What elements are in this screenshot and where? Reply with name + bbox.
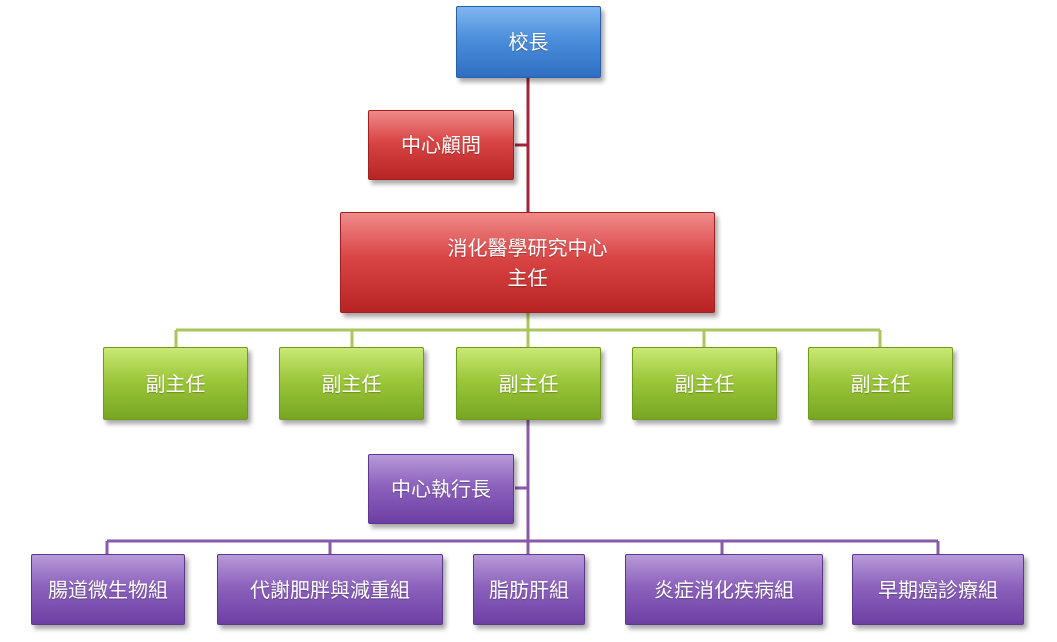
deputy-node-4: 副主任 xyxy=(632,347,777,420)
deputy-node-3: 副主任 xyxy=(456,347,601,420)
principal-node: 校長 xyxy=(456,6,601,78)
group-label: 早期癌診療組 xyxy=(878,577,998,602)
director-label-line2: 主任 xyxy=(507,265,548,290)
principal-label: 校長 xyxy=(508,30,549,54)
director-label-line1: 消化醫學研究中心 xyxy=(447,235,608,260)
advisor-label: 中心顧問 xyxy=(401,133,481,157)
deputy-node-2: 副主任 xyxy=(279,347,424,420)
group-node-1: 腸道微生物組 xyxy=(31,554,185,625)
group-label: 脂肪肝組 xyxy=(489,577,569,602)
group-label: 腸道微生物組 xyxy=(48,577,168,602)
deputy-node-1: 副主任 xyxy=(103,347,248,420)
ceo-label: 中心執行長 xyxy=(391,477,491,501)
deputy-label: 副主任 xyxy=(850,371,911,396)
advisor-node: 中心顧問 xyxy=(368,110,514,180)
deputy-label: 副主任 xyxy=(498,371,559,396)
group-node-2: 代謝肥胖與減重組 xyxy=(217,554,443,625)
deputy-node-5: 副主任 xyxy=(808,347,953,420)
deputy-label: 副主任 xyxy=(145,371,206,396)
group-label: 代謝肥胖與減重組 xyxy=(250,577,410,602)
group-label: 炎症消化疾病組 xyxy=(654,577,794,602)
deputy-label: 副主任 xyxy=(321,371,382,396)
director-node: 消化醫學研究中心 主任 xyxy=(340,212,715,313)
deputy-label: 副主任 xyxy=(674,371,735,396)
ceo-node: 中心執行長 xyxy=(368,454,514,524)
group-node-5: 早期癌診療組 xyxy=(852,554,1024,625)
group-node-3: 脂肪肝組 xyxy=(473,554,585,625)
group-node-4: 炎症消化疾病組 xyxy=(625,554,823,625)
